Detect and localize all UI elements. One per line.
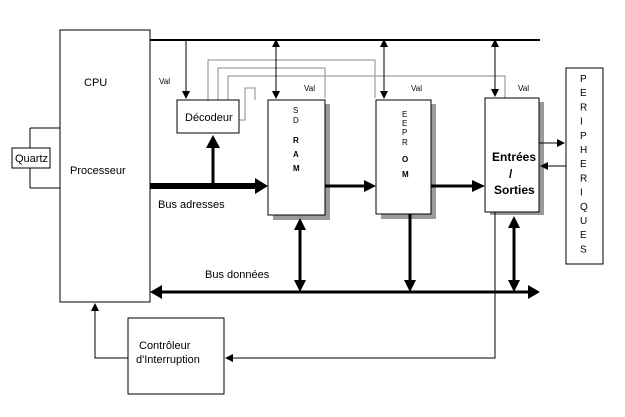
io-block: Entrées / Sorties — [484, 97, 544, 215]
eeprom-letter: M — [402, 170, 409, 179]
peripheriques-letter: U — [580, 216, 587, 227]
controleur-label-line1: Contrôleur — [139, 340, 191, 352]
val-label-io: Val — [518, 84, 529, 93]
sdram-letter-d: D — [293, 116, 299, 125]
val-label-sdram: Val — [304, 84, 315, 93]
sdram-letter-s: S — [293, 106, 298, 115]
val-arrows — [182, 39, 499, 99]
peripheriques-letter: S — [580, 244, 587, 255]
peripheriques-letter: R — [580, 102, 587, 113]
peripheriques-letter: E — [580, 230, 587, 241]
control-lines — [207, 59, 506, 121]
eeprom-block: E E P R O M — [375, 99, 436, 219]
eeprom-letter: O — [402, 155, 408, 164]
cpu-title: CPU — [84, 77, 107, 89]
val-label-eeprom: Val — [411, 84, 422, 93]
bus-donnees-label: Bus données — [205, 269, 270, 281]
peripheriques-letter: E — [580, 88, 587, 99]
sdram-letter: A — [293, 150, 299, 159]
data-bus — [150, 214, 540, 299]
peripheriques-letter: P — [580, 74, 587, 85]
io-peripheral-arrows — [539, 139, 566, 170]
io-label-line3: Sorties — [494, 183, 535, 197]
peripheriques-letter: I — [580, 188, 583, 199]
interrupt-lines — [91, 212, 496, 362]
peripheriques-letter: I — [580, 117, 583, 128]
io-label-line2: / — [509, 167, 513, 181]
peripheriques-letter: Q — [580, 202, 588, 213]
eeprom-letter: E — [402, 119, 407, 128]
cpu-block: CPU Processeur — [59, 29, 151, 303]
peripheriques-letter: P — [580, 131, 587, 142]
peripheriques-letter: E — [580, 159, 587, 170]
val-label-cpu: Val — [159, 77, 170, 86]
eeprom-letter: E — [402, 110, 407, 119]
sdram-letter: R — [293, 136, 299, 145]
eeprom-letter: P — [402, 128, 407, 137]
quartz-crystal: Quartz — [11, 127, 60, 189]
sdram-letter: M — [293, 164, 300, 173]
peripheriques-letter: H — [580, 145, 587, 156]
address-bus — [150, 135, 485, 194]
controleur-block: Contrôleur d'Interruption — [127, 317, 225, 395]
quartz-label: Quartz — [15, 153, 48, 165]
bus-adresses-label: Bus adresses — [158, 199, 225, 211]
sdram-block: S D R A M — [267, 99, 330, 220]
io-label-line1: Entrées — [492, 150, 536, 164]
controleur-label-line2: d'Interruption — [136, 354, 200, 366]
peripheriques-letter: R — [580, 173, 587, 184]
decodeur-label: Décodeur — [185, 112, 233, 124]
decodeur-block: Décodeur — [176, 99, 240, 134]
cpu-subtitle: Processeur — [70, 165, 126, 177]
eeprom-letter: R — [402, 138, 408, 147]
